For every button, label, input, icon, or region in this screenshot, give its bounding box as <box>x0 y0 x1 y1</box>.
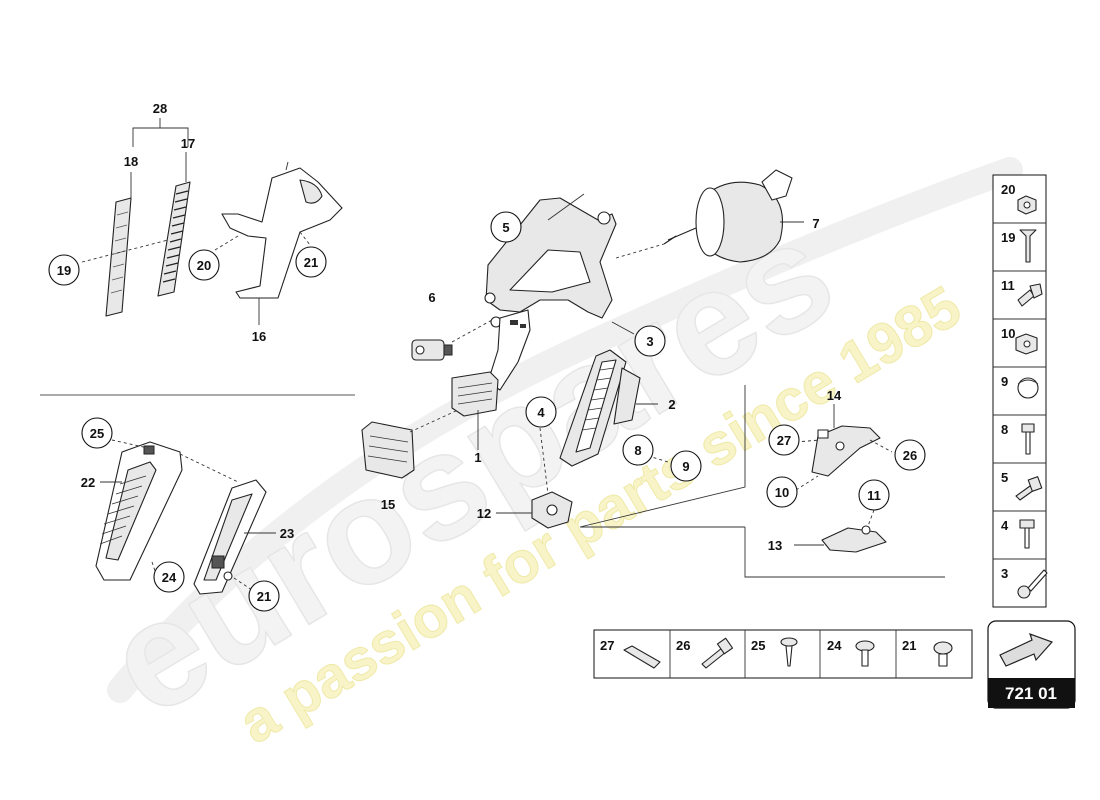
callout-4[interactable]: 4 <box>525 396 557 428</box>
callout-24[interactable]: 24 <box>153 561 185 593</box>
label-1: 1 <box>474 450 481 465</box>
label-2: 2 <box>668 397 675 412</box>
fastener-11-bolt[interactable]: 11 <box>1001 278 1043 307</box>
svg-text:26: 26 <box>903 448 917 463</box>
svg-text:10: 10 <box>775 485 789 500</box>
callout-21[interactable]: 21 <box>295 246 327 278</box>
svg-text:5: 5 <box>1001 470 1008 485</box>
plain-labels: 28 18 17 16 6 7 1 2 15 12 14 13 22 23 <box>81 101 842 553</box>
footrest-22 <box>95 441 183 581</box>
svg-text:3: 3 <box>646 334 653 349</box>
label-6: 6 <box>428 290 435 305</box>
svg-text:21: 21 <box>257 589 271 604</box>
fastener-column: 20 19 11 10 9 8 5 <box>992 174 1048 608</box>
bracket-14 <box>811 425 881 477</box>
fastener-row: 27 26 25 24 21 <box>593 629 973 679</box>
callout-3[interactable]: 3 <box>634 325 666 357</box>
fastener-24-screw[interactable]: 24 <box>827 638 875 667</box>
svg-text:27: 27 <box>600 638 614 653</box>
trim-strip-group <box>81 118 343 325</box>
svg-text:4: 4 <box>537 405 545 420</box>
trim-strip-18 <box>105 197 132 317</box>
svg-text:9: 9 <box>1001 374 1008 389</box>
label-12: 12 <box>477 506 491 521</box>
callout-20[interactable]: 20 <box>188 249 220 281</box>
svg-text:21: 21 <box>304 255 318 270</box>
svg-text:20: 20 <box>1001 182 1015 197</box>
brake-pedal-pad <box>451 371 499 417</box>
arrow-icon <box>999 633 1054 667</box>
accelerator-pedal <box>559 349 641 467</box>
fastener-10-nut[interactable]: 10 <box>1001 326 1038 355</box>
svg-text:8: 8 <box>634 443 641 458</box>
callout-5[interactable]: 5 <box>490 211 522 243</box>
svg-text:4: 4 <box>1001 518 1009 533</box>
brake-booster <box>663 169 793 263</box>
fastener-4-bolt[interactable]: 4 <box>1001 518 1035 549</box>
svg-text:24: 24 <box>162 570 177 585</box>
fastener-20-nut[interactable]: 20 <box>1001 182 1037 215</box>
trim-strip-17 <box>157 181 191 297</box>
svg-text:20: 20 <box>197 258 211 273</box>
label-23: 23 <box>280 526 294 541</box>
svg-text:19: 19 <box>1001 230 1015 245</box>
fastener-27-clip[interactable]: 27 <box>600 638 661 669</box>
svg-text:25: 25 <box>90 426 104 441</box>
fastener-26-bolt[interactable]: 26 <box>676 637 734 669</box>
fastener-21-screw[interactable]: 21 <box>902 638 953 667</box>
fastener-25-screw[interactable]: 25 <box>751 637 798 667</box>
pedal-pad-15 <box>361 421 415 479</box>
callout-19[interactable]: 19 <box>48 254 80 286</box>
diagram-number: 721 01 <box>1005 684 1057 703</box>
svg-text:26: 26 <box>676 638 690 653</box>
svg-text:5: 5 <box>502 220 509 235</box>
callout-11[interactable]: 11 <box>858 479 890 511</box>
pedal-box-assembly <box>361 169 804 529</box>
callouts: 19 20 21 5 3 4 8 9 25 24 21 27 26 10 11 <box>48 211 926 612</box>
label-28: 28 <box>153 101 167 116</box>
callout-9[interactable]: 9 <box>670 450 702 482</box>
fastener-19-screw[interactable]: 19 <box>1001 229 1037 263</box>
bracket-12 <box>531 491 573 529</box>
footrest-23 <box>193 479 267 595</box>
fastener-9-cap[interactable]: 9 <box>1001 374 1039 399</box>
label-22: 22 <box>81 475 95 490</box>
label-15: 15 <box>381 497 395 512</box>
bracket-16 <box>221 167 343 299</box>
brake-pedal-arm <box>487 309 531 391</box>
label-13: 13 <box>768 538 782 553</box>
fastener-8-bolt[interactable]: 8 <box>1001 422 1035 455</box>
svg-text:19: 19 <box>57 263 71 278</box>
callout-27[interactable]: 27 <box>768 424 800 456</box>
svg-text:11: 11 <box>1001 278 1015 293</box>
separator-line-bottom <box>744 527 945 578</box>
svg-text:9: 9 <box>682 459 689 474</box>
svg-text:11: 11 <box>867 488 881 503</box>
label-18: 18 <box>124 154 138 169</box>
bracket-13 <box>821 525 887 553</box>
svg-text:25: 25 <box>751 638 765 653</box>
svg-text:3: 3 <box>1001 566 1008 581</box>
label-16: 16 <box>252 329 266 344</box>
svg-text:21: 21 <box>902 638 916 653</box>
svg-text:27: 27 <box>777 433 791 448</box>
svg-text:24: 24 <box>827 638 842 653</box>
svg-text:10: 10 <box>1001 326 1015 341</box>
label-14: 14 <box>827 388 842 403</box>
callout-26[interactable]: 26 <box>894 439 926 471</box>
callout-10[interactable]: 10 <box>766 476 798 508</box>
brake-light-switch <box>411 339 453 361</box>
svg-text:8: 8 <box>1001 422 1008 437</box>
callout-21b[interactable]: 21 <box>248 580 280 612</box>
label-7: 7 <box>812 216 819 231</box>
callout-25[interactable]: 25 <box>81 417 113 449</box>
separator-line-right <box>579 385 746 528</box>
diagram-badge: 721 01 <box>987 620 1076 709</box>
fastener-3-bolt[interactable]: 3 <box>1001 566 1048 599</box>
callout-8[interactable]: 8 <box>622 434 654 466</box>
fastener-5-bolt[interactable]: 5 <box>1001 470 1043 501</box>
label-17: 17 <box>181 136 195 151</box>
